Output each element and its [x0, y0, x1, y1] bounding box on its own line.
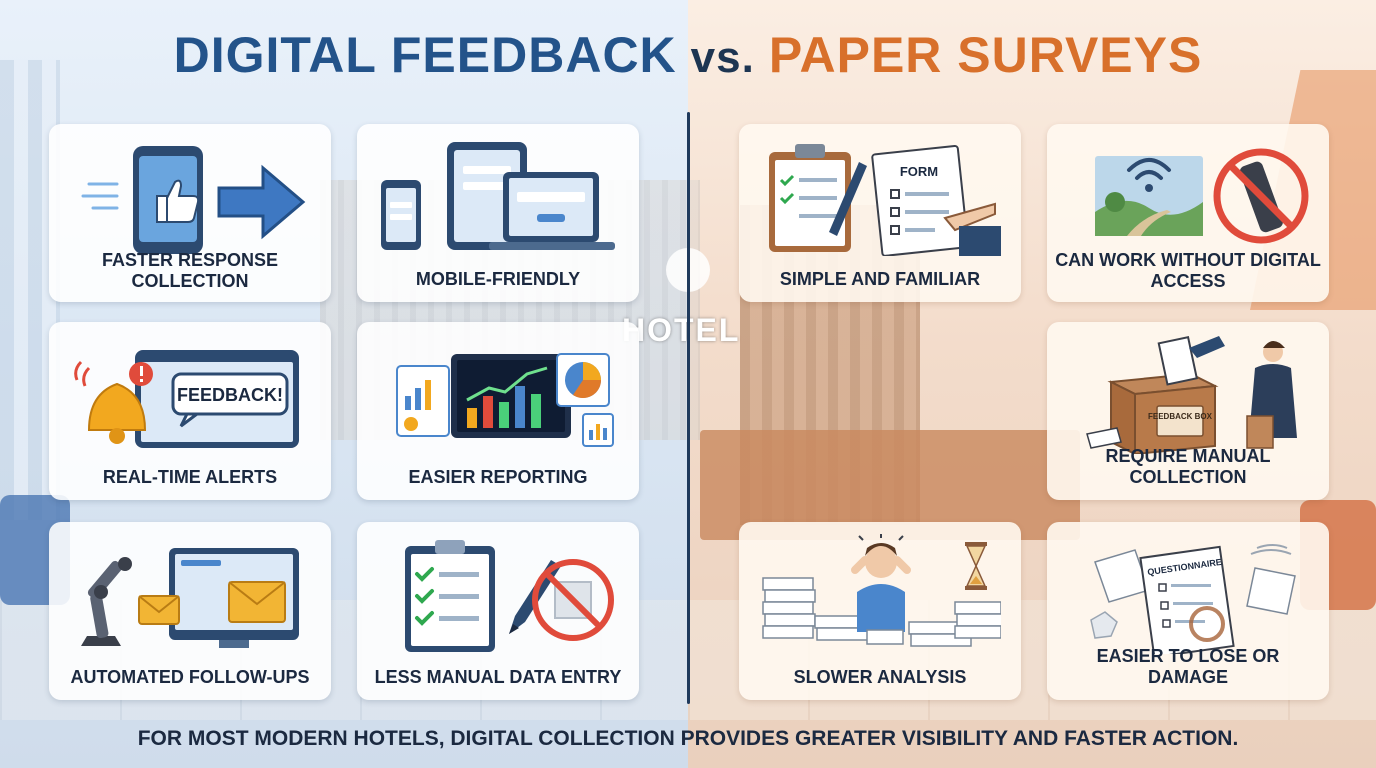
title-vs: vs. [690, 33, 755, 82]
damaged-paper-icon: QUESTIONNAIRE [1090, 544, 1296, 654]
feedback-bubble-text: FEEDBACK! [177, 385, 283, 405]
card-label: LESS MANUAL DATA ENTRY [374, 667, 622, 687]
card-label: REAL-TIME ALERTS [102, 467, 278, 487]
thumbs-up-phone-icon [81, 146, 306, 254]
card-slower-analysis: SLOWER ANALYSIS [739, 522, 1021, 700]
card-label: SIMPLE AND FAMILIAR [779, 269, 981, 289]
center-divider [687, 112, 690, 704]
footer-conclusion: FOR MOST MODERN HOTELS, DIGITAL COLLECTI… [137, 727, 1239, 750]
bell-alert-icon: FEEDBACK! [74, 350, 299, 448]
card-mobile-friendly: MOBILE-FRIENDLY [357, 124, 639, 302]
card-require-manual-collection: FEEDBACK BOX REQUIRE MANUAL COLLECTION [1047, 322, 1329, 500]
title-digital: DIGITAL FEEDBACK [173, 27, 677, 83]
checklist-no-paper-icon [405, 540, 614, 652]
form-heading-text: FORM [900, 164, 938, 179]
card-label: FASTER RESPONSE COLLECTION [101, 250, 279, 291]
card-simple-and-familiar: FORM SIMPLE AND FAMILIAR [739, 124, 1021, 302]
hotel-sign: HOTEL [622, 312, 741, 348]
card-label: CAN WORK WITHOUT DIGITAL ACCESS [1055, 250, 1321, 291]
no-device-icon [1095, 148, 1309, 244]
card-label: SLOWER ANALYSIS [793, 667, 967, 687]
feedback-box-icon: FEEDBACK BOX [1086, 335, 1297, 454]
card-easier-to-lose: QUESTIONNAIRE EASIER TO LOSE OR DAMAGE [1047, 522, 1329, 700]
page-title: DIGITAL FEEDBACK vs. PAPER SURVEYS [0, 26, 1376, 84]
dashboard-chart-icon [396, 353, 614, 447]
reception-desk [700, 430, 1080, 540]
card-without-digital-access: CAN WORK WITHOUT DIGITAL ACCESS [1047, 124, 1329, 302]
title-paper: PAPER SURVEYS [768, 27, 1203, 83]
card-label: MOBILE-FRIENDLY [415, 269, 581, 289]
card-faster-response: FASTER RESPONSE COLLECTION [49, 124, 331, 302]
card-label: EASIER REPORTING [408, 467, 588, 487]
card-real-time-alerts: FEEDBACK! REAL-TIME ALERTS [49, 322, 331, 500]
multi-device-icon [381, 142, 615, 250]
clipboard-form-icon: FORM [769, 144, 1001, 256]
card-label: REQUIRE MANUAL COLLECTION [1105, 446, 1271, 487]
card-label: AUTOMATED FOLLOW-UPS [70, 667, 310, 687]
feedback-box-label: FEEDBACK BOX [1148, 412, 1213, 421]
card-label: EASIER TO LOSE OR DAMAGE [1096, 646, 1280, 687]
card-less-manual-data-entry: LESS MANUAL DATA ENTRY [357, 522, 639, 700]
card-automated-follow-ups: AUTOMATED FOLLOW-UPS [49, 522, 331, 700]
paper-stack-hourglass-icon [762, 534, 1001, 647]
card-easier-reporting: EASIER REPORTING [357, 322, 639, 500]
robot-email-icon [81, 548, 299, 648]
